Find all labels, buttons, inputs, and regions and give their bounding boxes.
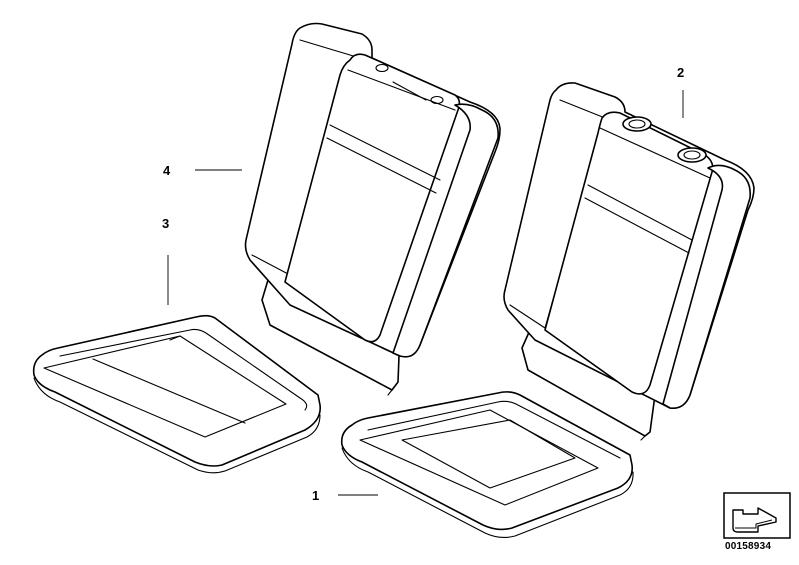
seat-cushion-right [340, 391, 634, 539]
seat-cushion-left [32, 314, 322, 474]
callout-3: 3 [162, 216, 170, 231]
backrest-right [503, 82, 755, 441]
reference-number: 00158934 [725, 541, 772, 552]
callout-2: 2 [677, 65, 685, 80]
backrest-left [244, 22, 501, 396]
callout-1: 1 [312, 488, 320, 503]
callout-4: 4 [163, 163, 171, 178]
arrow-page-icon[interactable] [723, 492, 791, 539]
